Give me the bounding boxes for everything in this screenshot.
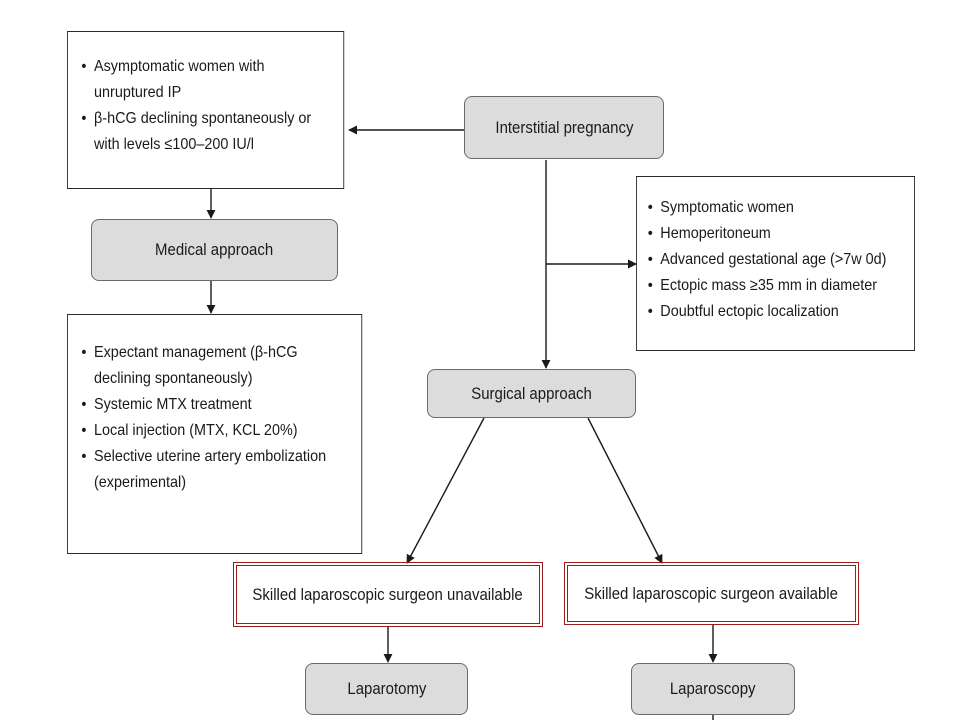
medical-option-item: Local injection (MTX, KCL 20%) (81, 418, 352, 444)
interstitial-pregnancy-label: Interstitial pregnancy (494, 117, 634, 137)
surgical-criteria-box: Symptomatic women Hemoperitoneum Advance… (636, 176, 915, 351)
surgeon-available-box: Skilled laparoscopic surgeon available (564, 562, 859, 625)
surgeon-unavailable-box: Skilled laparoscopic surgeon unavailable (233, 562, 543, 627)
laparotomy-node: Laparotomy (305, 663, 468, 715)
medical-options-box: Expectant management (β-hCG declining sp… (67, 314, 363, 554)
surgical-criteria-item: Symptomatic women (648, 195, 907, 221)
medical-approach-node: Medical approach (91, 219, 338, 281)
medical-option-item: Systemic MTX treatment (81, 392, 352, 418)
surgical-approach-label: Surgical approach (471, 383, 592, 403)
surgical-criteria-list: Symptomatic women Hemoperitoneum Advance… (648, 195, 907, 325)
medical-criteria-list: Asymptomatic women with unruptured IP β-… (81, 54, 334, 158)
laparotomy-label: Laparotomy (346, 679, 427, 698)
arrow-surgical-to-unavailable (406, 417, 485, 564)
interstitial-pregnancy-node: Interstitial pregnancy (464, 96, 664, 159)
arrow-surgical-to-available (587, 417, 663, 564)
surgical-criteria-item: Ectopic mass ≥35 mm in diameter (648, 273, 907, 299)
surgical-criteria-item: Hemoperitoneum (648, 221, 907, 247)
medical-option-item: Selective uterine artery embolization (e… (81, 444, 352, 496)
surgeon-available-label: Skilled laparoscopic surgeon available (584, 583, 839, 603)
laparoscopy-node: Laparoscopy (631, 663, 795, 715)
medical-options-list: Expectant management (β-hCG declining sp… (81, 340, 352, 496)
surgeon-unavailable-label: Skilled laparoscopic surgeon unavailable (252, 584, 524, 604)
laparoscopy-label: Laparoscopy (670, 679, 756, 698)
criteria-item: Asymptomatic women with unruptured IP (81, 54, 334, 106)
surgical-criteria-item: Advanced gestational age (>7w 0d) (648, 247, 907, 273)
medical-criteria-box: Asymptomatic women with unruptured IP β-… (67, 31, 345, 189)
medical-approach-label: Medical approach (155, 240, 274, 259)
medical-option-item: Expectant management (β-hCG declining sp… (81, 340, 352, 392)
surgical-criteria-item: Doubtful ectopic localization (648, 299, 907, 325)
surgical-approach-node: Surgical approach (427, 369, 636, 418)
criteria-item: β-hCG declining spontaneously or with le… (81, 106, 334, 158)
